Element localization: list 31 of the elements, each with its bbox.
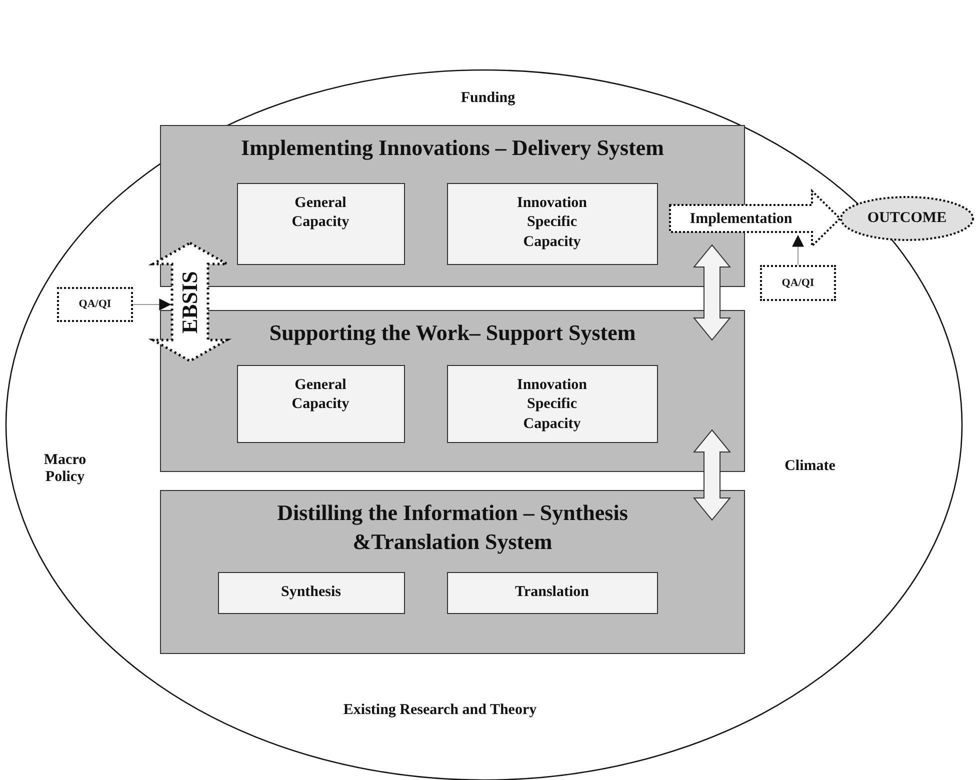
double-arrow: [692, 244, 732, 341]
dotted-box: [760, 265, 836, 301]
node-label: General Capacity: [290, 376, 350, 414]
capacity-box: [236, 364, 404, 442]
outcome-oval: [840, 196, 974, 241]
block-arrow: [669, 188, 842, 248]
context-label: Funding: [460, 90, 516, 107]
node-label: Innovation Specific Capacity: [516, 194, 588, 252]
context-label: Climate: [784, 458, 836, 475]
dotted-box: [57, 287, 133, 322]
arrow: [792, 234, 804, 266]
node-label: QA/QI: [782, 276, 814, 290]
node-label: Synthesis: [280, 582, 342, 602]
node-label: QA/QI: [78, 297, 112, 312]
capacity-box: [446, 182, 658, 264]
panel-title: Distilling the Information – Synthesis &Translation System: [276, 499, 629, 556]
context-label: Macro Policy: [42, 452, 88, 486]
component-box: [218, 572, 404, 614]
node-label: Innovation Specific Capacity: [516, 376, 588, 434]
panel-title: Supporting the Work– Support System: [268, 319, 637, 347]
panel-title: Implementing Innovations – Delivery System: [240, 134, 665, 162]
component-box: [446, 572, 658, 614]
context-label: Existing Research and Theory: [342, 702, 538, 719]
node-label: Translation: [515, 582, 589, 602]
edge-label: Implementation: [688, 210, 794, 228]
double-arrow: [692, 429, 732, 521]
capacity-box: [446, 364, 658, 442]
node-label: OUTCOME: [867, 208, 947, 228]
capacity-box: [236, 182, 404, 264]
node-label: General Capacity: [290, 194, 350, 232]
system-panel: [160, 490, 745, 654]
